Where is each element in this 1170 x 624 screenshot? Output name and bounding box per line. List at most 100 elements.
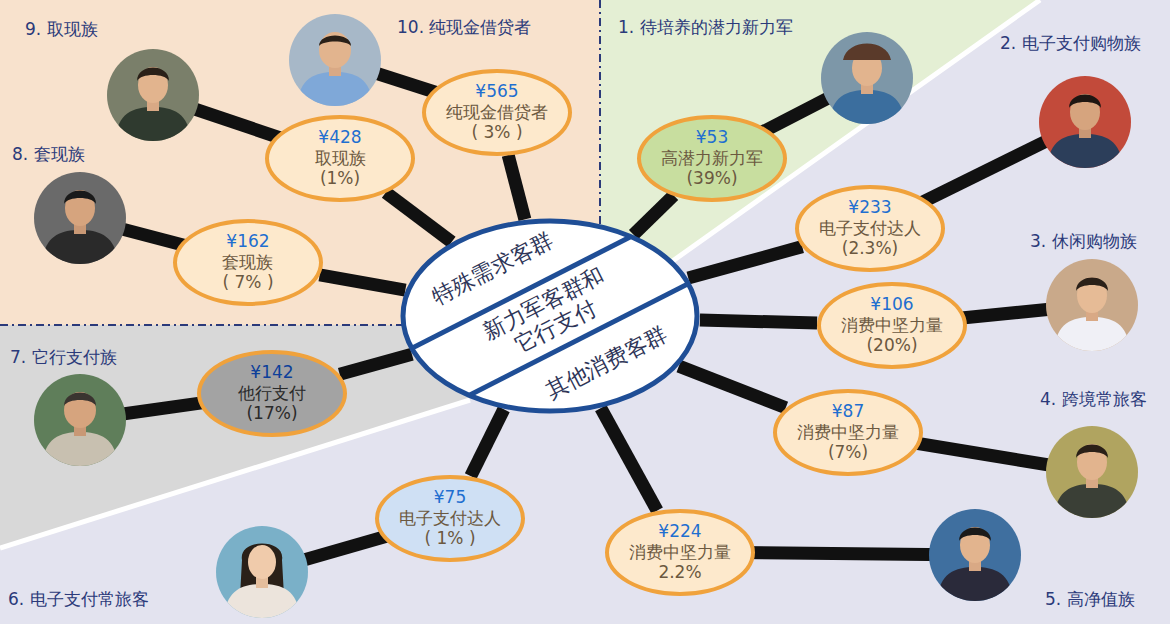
segment-name: 高潜力新力军 — [661, 148, 763, 169]
portrait-clip — [107, 49, 199, 141]
portrait-clip — [34, 172, 126, 264]
photo-ground — [1039, 76, 1131, 168]
segment-oval: ¥224消费中坚力量2.2% — [605, 509, 755, 596]
segment-oval: ¥87消费中坚力量(7%) — [773, 389, 923, 476]
share-text: (17%) — [246, 403, 297, 424]
oval-text-stack: ¥233电子支付达人(2.3%) — [819, 197, 921, 259]
photo-head — [1070, 94, 1100, 130]
photo-head — [65, 190, 95, 226]
oval-text-stack: ¥75电子支付达人( 1% ) — [399, 487, 501, 549]
amount-text: ¥75 — [434, 487, 466, 508]
spoke-connector — [688, 247, 802, 278]
group-heading: 3. 休闲购物族 — [1030, 230, 1137, 252]
photo-body — [42, 230, 118, 264]
group-heading: 1. 待培养的潜力新力军 — [618, 16, 793, 38]
amount-text: ¥428 — [318, 127, 361, 148]
photo-head — [248, 545, 276, 579]
portrait-clip — [1039, 76, 1131, 168]
region-new — [600, 0, 1040, 270]
photo-body — [224, 584, 300, 618]
group-heading: 10. 纯现金借贷者 — [397, 16, 531, 38]
share-text: ( 7% ) — [222, 272, 273, 293]
spoke-connector — [320, 275, 406, 290]
photo-hair — [137, 68, 169, 82]
amount-text: ¥233 — [848, 197, 891, 218]
segment-name: 消费中坚力量 — [629, 542, 731, 563]
photo-ground — [289, 14, 381, 106]
portrait-photo — [34, 374, 126, 466]
spoke-connector — [700, 320, 817, 323]
portrait-photo — [821, 32, 913, 124]
photo-head — [138, 67, 168, 103]
photo-body — [937, 567, 1013, 601]
group-heading: 9. 取现族 — [25, 18, 98, 40]
portrait-clip — [34, 374, 126, 466]
portrait-photo — [34, 172, 126, 264]
hub-divider — [400, 218, 700, 414]
portrait-photo — [1046, 259, 1138, 351]
segment-oval: ¥565纯现金借贷者( 3% ) — [422, 69, 572, 156]
oval-text-stack: ¥224消费中坚力量2.2% — [629, 521, 731, 583]
photo-hat — [843, 44, 891, 61]
dashed-divider — [0, 324, 420, 326]
share-text: 2.2% — [658, 562, 701, 583]
photo-hair — [1069, 95, 1101, 109]
photo-body — [1054, 317, 1130, 351]
photo-hair — [1076, 278, 1108, 292]
photo-hair — [959, 528, 991, 542]
oval-text-stack: ¥428取现族(1%) — [315, 127, 366, 189]
hub-dividers — [400, 218, 700, 414]
group-heading: 6. 电子支付常旅客 — [8, 588, 149, 610]
segment-name: 纯现金借贷者 — [446, 102, 548, 123]
portrait-clip — [1046, 259, 1138, 351]
photo-head — [960, 527, 990, 563]
segment-name: 消费中坚力量 — [797, 422, 899, 443]
share-text: (7%) — [828, 442, 868, 463]
segment-name: 他行支付 — [238, 383, 306, 404]
photo-ground — [216, 526, 308, 618]
amount-text: ¥142 — [250, 362, 293, 383]
photo-spokes — [80, 60, 1092, 572]
photo-head — [1077, 277, 1107, 313]
hub-fill — [403, 221, 697, 411]
amount-text: ¥53 — [696, 127, 728, 148]
photo-ground — [821, 32, 913, 124]
share-text: (39%) — [686, 168, 737, 189]
group-heading: 2. 电子支付购物族 — [1000, 32, 1141, 54]
photo-body — [42, 432, 118, 466]
share-text: ( 1% ) — [424, 528, 475, 549]
segment-oval: ¥233电子支付达人(2.3%) — [795, 185, 945, 272]
portrait-clip — [1046, 426, 1138, 518]
spoke-connector — [601, 408, 657, 510]
oval-text-stack: ¥162套现族( 7% ) — [222, 231, 273, 293]
amount-text: ¥162 — [226, 231, 269, 252]
group-heading: 4. 跨境常旅客 — [1040, 388, 1147, 410]
portrait-photo — [1046, 426, 1138, 518]
amount-text: ¥224 — [658, 521, 701, 542]
portrait-photo — [1039, 76, 1131, 168]
spoke-connector — [679, 366, 786, 408]
share-text: ( 3% ) — [471, 122, 522, 143]
share-text: (1%) — [320, 168, 360, 189]
share-text: (2.3%) — [842, 238, 898, 259]
segment-name: 套现族 — [222, 252, 273, 273]
photo-ground — [107, 49, 199, 141]
region-divider — [660, 0, 1040, 270]
segment-name: 电子支付达人 — [819, 218, 921, 239]
portrait-photo — [216, 526, 308, 618]
photo-body — [829, 90, 905, 124]
portrait-clip — [289, 14, 381, 106]
photo-head — [64, 392, 96, 428]
share-text: (20%) — [866, 335, 917, 356]
photo-ground — [34, 172, 126, 264]
photo-body — [297, 72, 373, 106]
photo-hair — [1076, 445, 1108, 459]
dashed-divider — [599, 0, 601, 245]
photo-ground — [1046, 426, 1138, 518]
oval-text-stack: ¥53高潜力新力军(39%) — [661, 127, 763, 189]
portrait-photo — [289, 14, 381, 106]
segment-oval: ¥428取现族(1%) — [265, 115, 415, 202]
photo-ground — [929, 509, 1021, 601]
